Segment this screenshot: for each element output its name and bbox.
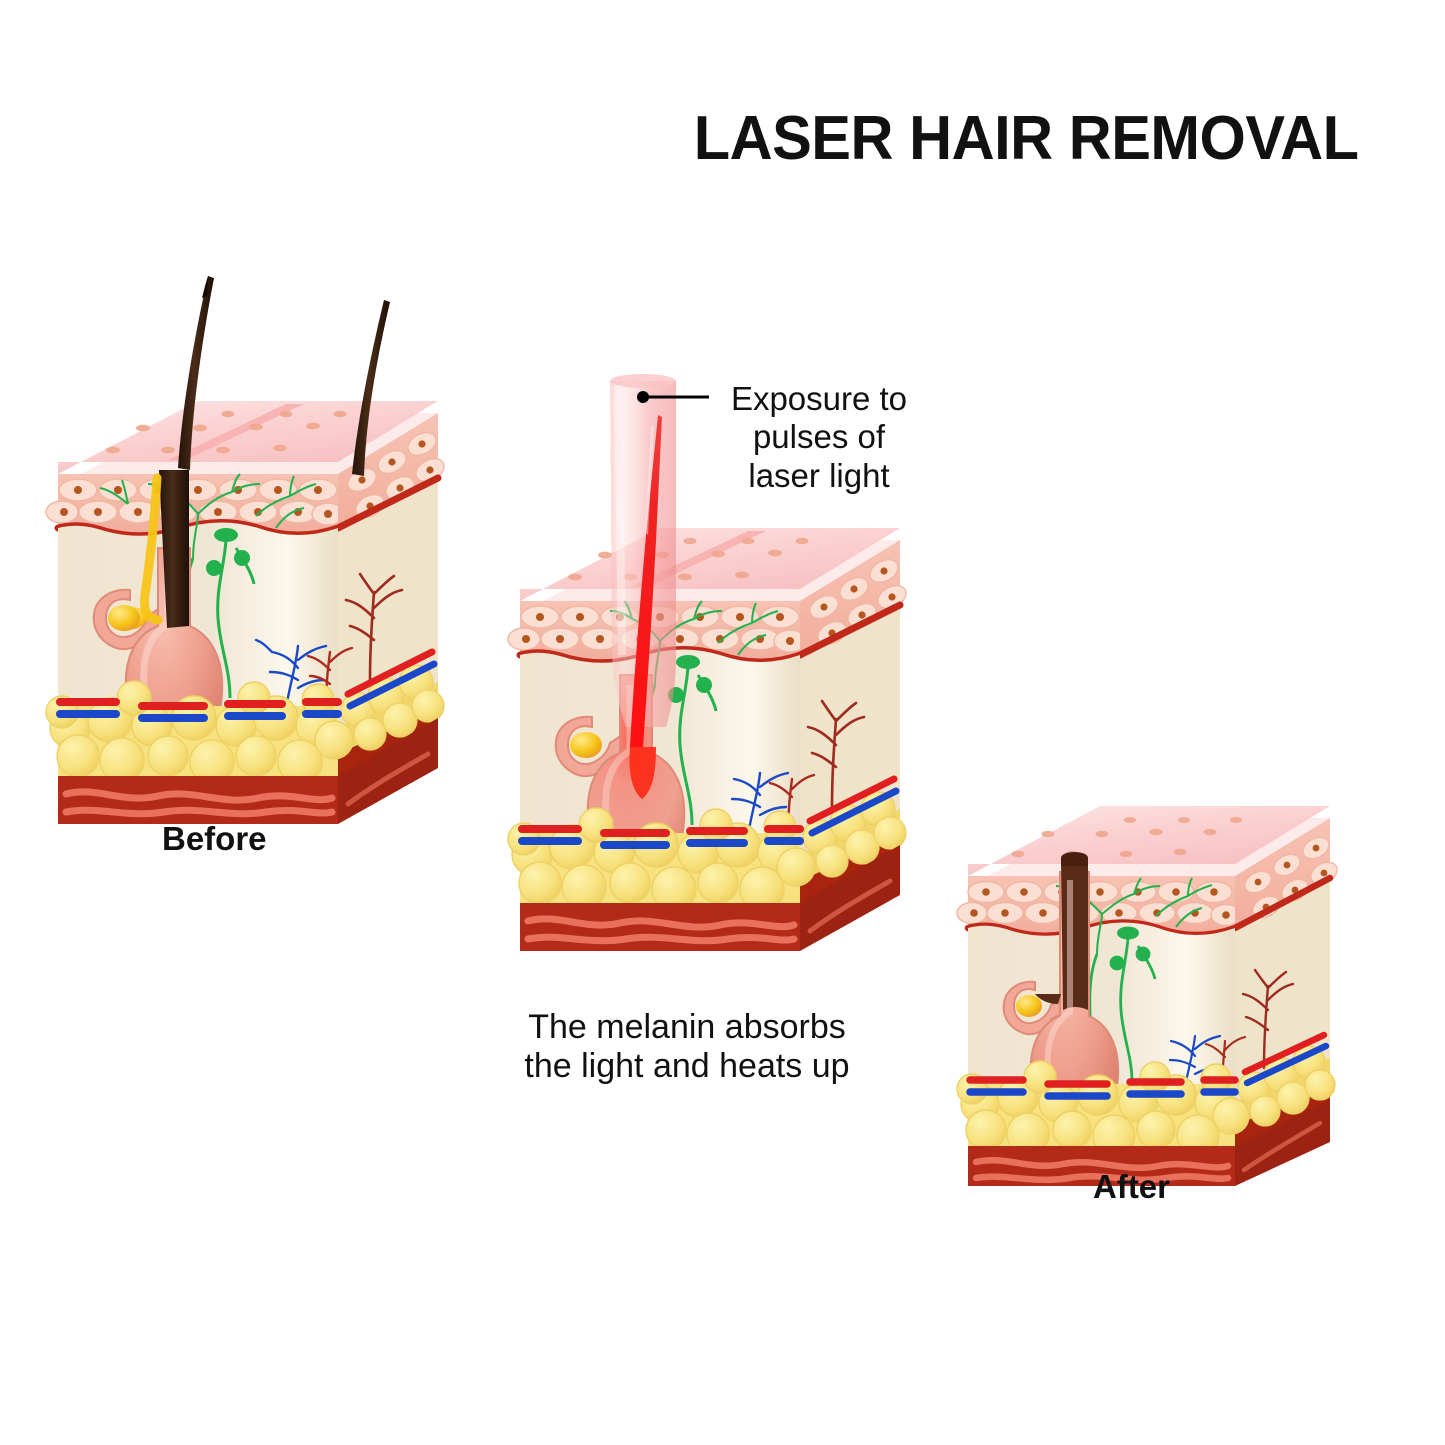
vascular-trees (730, 699, 866, 837)
annotation-melanin-line2: the light and heats up (524, 1047, 850, 1086)
leader-dot (637, 391, 649, 403)
vein-tree (730, 771, 790, 837)
annotation-melanin-line1: The melanin absorbs (528, 1008, 846, 1046)
muscle-layer (520, 845, 900, 951)
muscle-layer (58, 718, 438, 824)
skin-block-before (18, 228, 498, 828)
artery-tree-right (344, 572, 404, 682)
annotation-laser-light: Exposure to pulses of laser light (703, 380, 935, 495)
sebaceous-duct (140, 473, 163, 625)
vessel-bands (56, 648, 438, 722)
skin-surface-top (968, 806, 1330, 886)
muscle-fibers (972, 1156, 1232, 1184)
muscle-layer (968, 1100, 1330, 1186)
hair-shaft-group (159, 276, 390, 628)
annotation-laser-line1: Exposure to (730, 380, 908, 417)
vein-tree (254, 638, 328, 710)
annotation-laser-line3: laser light (748, 456, 890, 494)
artery-tree-right (806, 699, 866, 809)
skin-pores (1011, 817, 1242, 858)
nerve-corpuscles (206, 528, 250, 576)
vascular-trees (254, 572, 404, 710)
caption-before: Before (162, 820, 267, 857)
skin-block-after (930, 680, 1390, 1186)
page-title: LASER HAIR REMOVAL (694, 104, 1359, 173)
annotation-laser-line2: pulses of (752, 418, 886, 456)
vein-tree (1168, 1034, 1222, 1094)
skin-surface-top (58, 401, 438, 486)
epidermis-right-face (338, 413, 445, 528)
annotation-leader-line (637, 390, 709, 404)
nerve-corpuscles (1109, 926, 1151, 971)
artery-tree-right (1241, 968, 1295, 1070)
epidermis-right-face (800, 540, 907, 655)
caption-after: After (1093, 1168, 1171, 1205)
artery-tree-lower (306, 646, 354, 710)
vessel-bands (966, 1031, 1330, 1100)
muscle-fibers (524, 915, 798, 945)
skin-block-laser (480, 355, 960, 995)
annotation-melanin: The melanin absorbs the light and heats … (487, 1008, 887, 1087)
epidermis-right-face (1235, 818, 1338, 928)
vascular-trees (1168, 968, 1295, 1094)
skin-pores (106, 410, 347, 454)
muscle-fibers (62, 788, 336, 818)
vessel-bands (518, 775, 900, 849)
